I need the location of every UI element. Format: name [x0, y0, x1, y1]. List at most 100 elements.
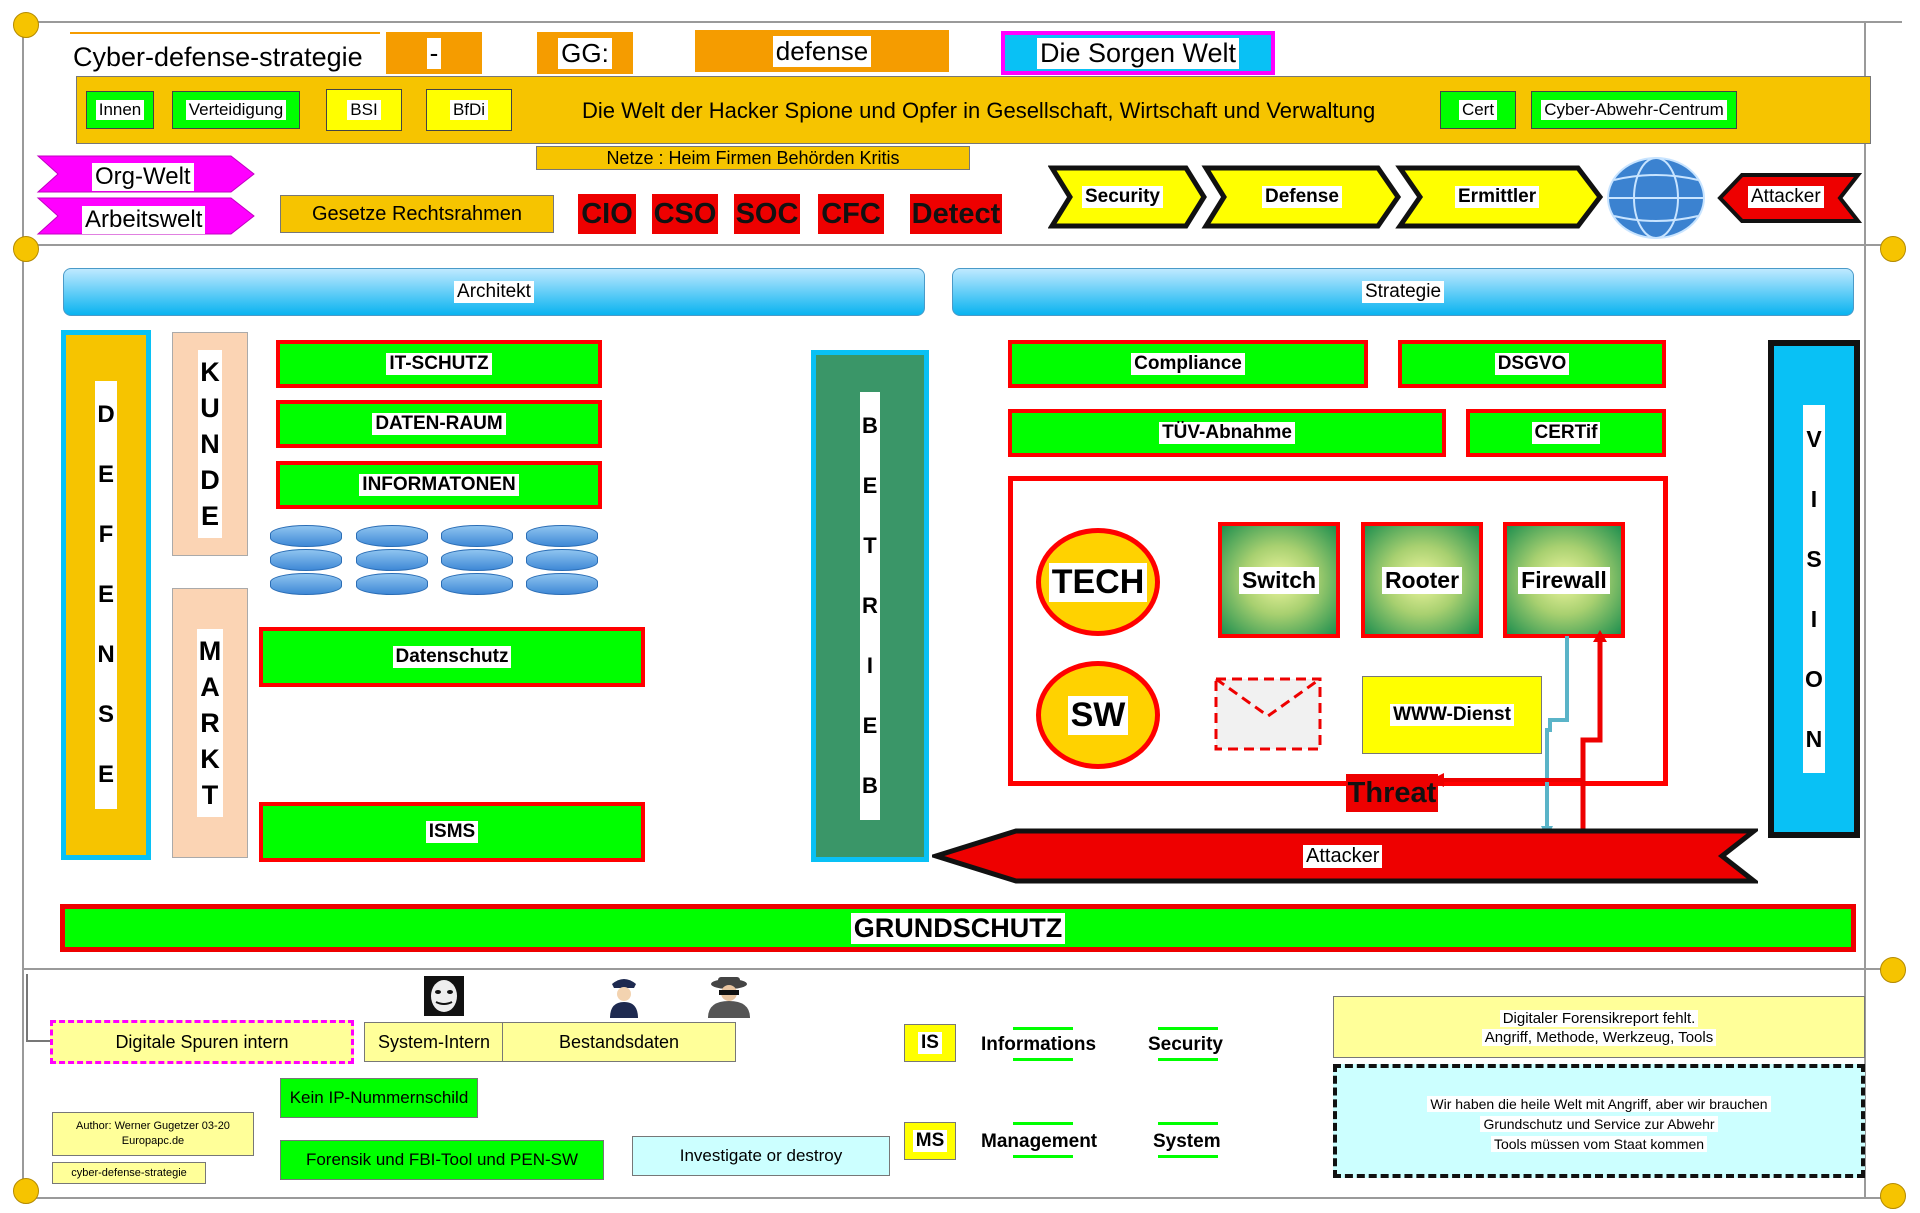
note-line: Tools müssen vom Staat kommen	[1490, 1136, 1708, 1152]
note-line: Grundschutz und Service zur Abwehr	[1480, 1116, 1718, 1132]
handle-dot[interactable]	[13, 236, 39, 262]
security-label: Security	[1145, 1034, 1226, 1056]
defense-box: defense	[695, 30, 949, 72]
gg-box: GG:	[537, 32, 633, 74]
letter: B	[862, 413, 878, 438]
role-cso: CSO	[652, 194, 718, 234]
handle-dot[interactable]	[1880, 236, 1906, 262]
box-informatonen[interactable]: INFORMATONEN	[276, 461, 602, 509]
box-tuev-abnahme[interactable]: TÜV-Abnahme	[1008, 409, 1446, 457]
threat-label: Threat	[1347, 776, 1437, 809]
chip-label: Cyber-Abwehr-Centrum	[1541, 100, 1727, 120]
handle-dot[interactable]	[13, 1178, 39, 1204]
role-label: CFC	[821, 197, 881, 230]
box-dsgvo[interactable]: DSGVO	[1398, 340, 1666, 388]
author-url: Europapc.de	[121, 1135, 185, 1147]
handle-dot[interactable]	[1880, 957, 1906, 983]
frame-left	[22, 21, 24, 1199]
system-underline	[1158, 1122, 1218, 1125]
box-datenschutz[interactable]: Datenschutz	[259, 627, 645, 687]
architekt-label: Architekt	[454, 281, 534, 303]
box-label: IT-SCHUTZ	[386, 353, 492, 375]
letter: D	[200, 465, 220, 495]
letter: I	[1810, 486, 1818, 512]
org-welt-label: Org-Welt	[92, 163, 194, 191]
letter: K	[200, 357, 220, 387]
envelope-icon	[1214, 677, 1322, 751]
letter: V	[1806, 426, 1822, 452]
globe-icon	[1607, 157, 1705, 239]
chip-cyber-abwehr[interactable]: Cyber-Abwehr-Centrum	[1531, 91, 1737, 129]
tile-switch[interactable]: Switch	[1218, 522, 1340, 638]
arbeitswelt-label: Arbeitswelt	[82, 206, 206, 234]
chip-innen[interactable]: Innen	[86, 91, 154, 129]
defense-label: defense	[772, 35, 872, 67]
tile-rooter[interactable]: Rooter	[1361, 522, 1483, 638]
sw-circle: SW	[1036, 661, 1160, 769]
bestandsdaten-label: Bestandsdaten	[558, 1031, 680, 1052]
chip-bfdi[interactable]: BfDi	[426, 89, 512, 131]
markt-column: M A R K T	[172, 588, 248, 858]
sorgen-welt-label: Die Sorgen Welt	[1036, 37, 1240, 69]
www-dienst-label: WWW-Dienst	[1390, 704, 1514, 726]
chip-bsi[interactable]: BSI	[326, 89, 402, 131]
threat-arrow-icon	[1430, 773, 1444, 787]
role-cio: CIO	[578, 194, 636, 234]
markt-letters: M A R K T	[196, 629, 224, 817]
chip-label: BSI	[347, 100, 381, 120]
report-line: Digitaler Forensikreport fehlt.	[1499, 1010, 1699, 1027]
investigate-box: Investigate or destroy	[632, 1136, 890, 1176]
anonymous-mask-icon	[424, 976, 464, 1016]
role-cfc: CFC	[818, 194, 884, 234]
dash-box: -	[386, 32, 482, 74]
box-it-schutz[interactable]: IT-SCHUTZ	[276, 340, 602, 388]
forensik-label: Forensik und FBI-Tool und PEN-SW	[305, 1150, 579, 1169]
chip-label: Cert	[1458, 100, 1498, 120]
letter: S	[1806, 546, 1822, 572]
divider-top	[22, 244, 1892, 246]
frame-bottom	[22, 1197, 1892, 1199]
chip-cert[interactable]: Cert	[1440, 91, 1516, 129]
attacker-top-label: Attacker	[1748, 186, 1824, 208]
letter: E	[862, 713, 878, 738]
box-daten-raum[interactable]: DATEN-RAUM	[276, 400, 602, 448]
handle-dot[interactable]	[1880, 1183, 1906, 1209]
kein-ip-box: Kein IP-Nummernschild	[280, 1078, 478, 1118]
box-label: DSGVO	[1494, 353, 1570, 375]
bestandsdaten-box: Bestandsdaten	[502, 1022, 736, 1062]
strategie-bar: Strategie	[952, 268, 1854, 316]
letter: T	[201, 780, 219, 810]
letter: E	[862, 473, 878, 498]
netze-box: Netze : Heim Firmen Behörden Kritis	[536, 146, 970, 170]
box-certif[interactable]: CERTif	[1466, 409, 1666, 457]
betrieb-letters: B E T R I E B	[860, 392, 880, 820]
spy-icon	[708, 977, 750, 1018]
defense-letters: D E F E N S E	[95, 381, 117, 809]
chevron-ermittler-label: Ermittler	[1455, 186, 1540, 208]
system-intern-label: System-Intern	[377, 1031, 491, 1052]
dash-label: -	[426, 37, 442, 69]
gesetze-label: Gesetze Rechtsrahmen	[311, 202, 523, 225]
role-label: SOC	[735, 197, 799, 230]
box-compliance[interactable]: Compliance	[1008, 340, 1368, 388]
role-label: Detect	[911, 197, 1001, 230]
sw-label: SW	[1067, 695, 1129, 735]
tile-firewall[interactable]: Firewall	[1503, 522, 1625, 638]
letter: U	[200, 393, 220, 423]
box-label: ISMS	[425, 821, 479, 843]
author-box: Author: Werner Gugetzer 03-20 Europapc.d…	[52, 1112, 254, 1156]
box-isms[interactable]: ISMS	[259, 802, 645, 862]
letter: F	[98, 521, 114, 548]
letter: E	[97, 461, 114, 488]
handle-dot[interactable]	[13, 12, 39, 38]
www-dienst-box[interactable]: WWW-Dienst	[1362, 676, 1542, 754]
chip-verteidigung[interactable]: Verteidigung	[172, 91, 300, 129]
letter: R	[200, 708, 220, 738]
is-label: IS	[918, 1032, 942, 1054]
band-main-text: Die Welt der Hacker Spione und Opfer in …	[582, 98, 1376, 123]
letter: M	[198, 636, 222, 666]
tech-label: TECH	[1048, 562, 1148, 602]
system-label: System	[1150, 1131, 1224, 1153]
filename-label: cyber-defense-strategie	[71, 1167, 187, 1179]
box-label: CERTif	[1531, 422, 1601, 444]
